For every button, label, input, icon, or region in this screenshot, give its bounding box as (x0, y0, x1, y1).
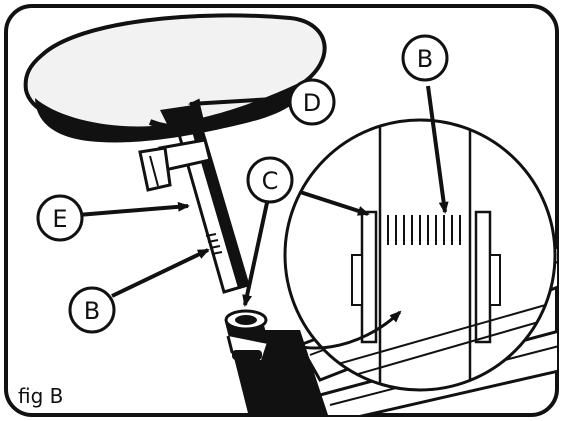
saddle (23, 13, 327, 143)
arrow-d (188, 96, 291, 109)
figure-caption: fig B (18, 384, 63, 408)
zoom-insertion-marks (387, 215, 461, 245)
callout-e-label: E (52, 205, 67, 233)
callout-b-post: B (68, 286, 116, 334)
arrow-b-zoom (426, 85, 449, 214)
callout-b-zoom-label: B (417, 45, 433, 73)
arrow-b-post (111, 248, 210, 298)
arrow-c-zoom (299, 190, 370, 216)
zoom-detail (268, 118, 557, 392)
zoom-link-arrow (268, 310, 402, 350)
arrow-c-post (242, 197, 270, 307)
callout-b-zoom: B (401, 34, 449, 82)
callout-c: C (246, 156, 294, 204)
arrow-e (77, 201, 190, 217)
callout-d: D (288, 78, 336, 126)
callout-d-label: D (303, 89, 321, 117)
callout-e: E (36, 194, 84, 242)
seat-post (138, 114, 250, 294)
seat-tube (224, 309, 290, 415)
callout-c-label: C (262, 167, 279, 195)
leader-arrows (77, 85, 449, 307)
insertion-marks (205, 233, 223, 255)
callout-b-post-label: B (84, 297, 100, 325)
